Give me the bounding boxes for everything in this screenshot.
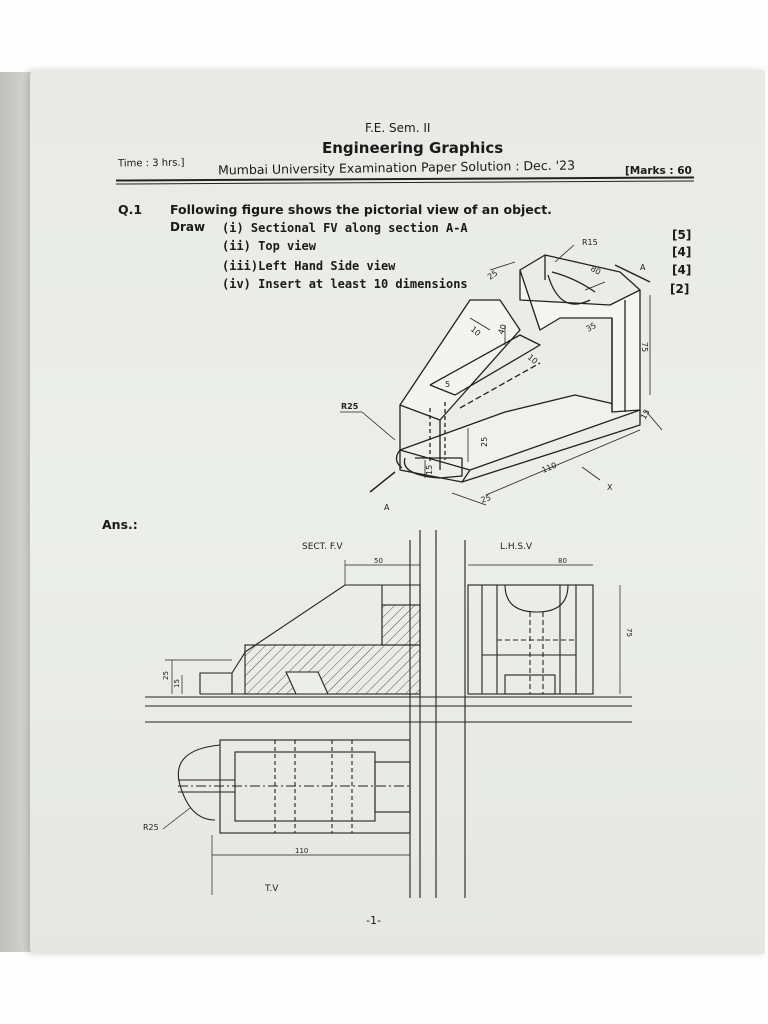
- item-marks-4: [2]: [670, 282, 690, 296]
- dim-r25: R25: [341, 402, 359, 411]
- question-item-4: (iv) Insert at least 10 dimensions: [222, 277, 468, 291]
- header-title: Engineering Graphics: [322, 139, 504, 157]
- header-marks: [Marks : 60: [625, 165, 692, 177]
- dim-5: 5: [445, 380, 450, 389]
- question-text: Following figure shows the pictorial vie…: [170, 202, 552, 217]
- sol-dim-80: 80: [558, 557, 567, 565]
- sol-dim-110: 110: [295, 847, 308, 855]
- section-label-a-bottom: A: [384, 503, 390, 512]
- question-item-1: (i) Sectional FV along section A-A: [222, 221, 468, 235]
- dim-80: 80: [589, 264, 602, 277]
- dim-15: 15: [425, 465, 434, 475]
- dim-35: 35: [585, 321, 598, 334]
- question-item-3: (iii)Left Hand Side view: [222, 259, 396, 273]
- draw-label: Draw: [170, 220, 206, 234]
- page-number: -1-: [366, 914, 381, 927]
- sol-dim-75: 75: [625, 628, 633, 637]
- item-marks-2: [4]: [672, 245, 692, 259]
- tv-label: T.V: [264, 884, 279, 894]
- item-marks-1: [5]: [672, 228, 692, 242]
- answer-label: Ans.:: [102, 517, 138, 532]
- sect-fv-label: SECT. F.V: [302, 542, 343, 552]
- sol-dim-r25: R25: [143, 823, 159, 832]
- sol-dim-50: 50: [374, 557, 383, 565]
- dim-r15: R15: [582, 238, 598, 247]
- dim-25-bottom: 25: [480, 493, 493, 505]
- paper-page: [30, 70, 765, 954]
- header-subtitle: F.E. Sem. II: [365, 121, 431, 135]
- dim-25-mid: 25: [480, 437, 489, 447]
- label-x: X: [607, 483, 613, 492]
- question-number: Q.1: [118, 202, 143, 217]
- item-marks-3: [4]: [672, 263, 692, 277]
- question-item-2: (ii) Top view: [222, 239, 316, 253]
- section-label-a-top: A: [640, 263, 646, 272]
- dim-40: 40: [496, 323, 508, 336]
- dim-15b: 15: [639, 408, 652, 421]
- dim-75: 75: [640, 342, 649, 352]
- sol-dim-25: 25: [162, 671, 170, 680]
- lhsv-label: L.H.S.V: [500, 542, 533, 552]
- sol-dim-15: 15: [173, 679, 181, 688]
